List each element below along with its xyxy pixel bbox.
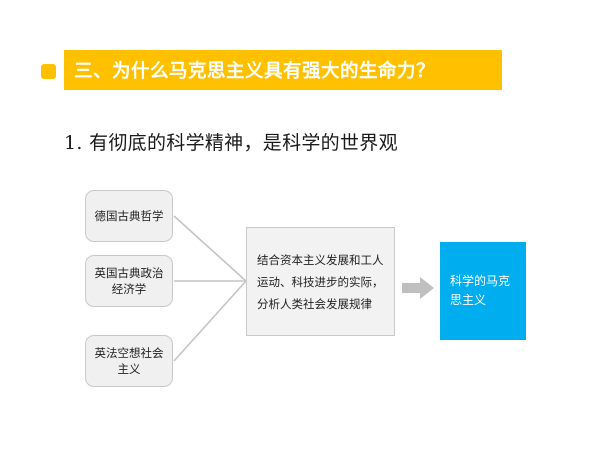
page-title: 三、为什么马克思主义具有强大的生命力？ (74, 61, 436, 82)
source-box-german-philosophy[interactable]: 德国古典哲学 (85, 190, 173, 242)
source-box-utopian-socialism[interactable]: 英法空想社会主义 (85, 335, 173, 387)
right-block-arrow-icon (402, 277, 434, 299)
process-box-label: 结合资本主义发展和工人运动、科技进步的实际，分析人类社会发展规律 (257, 252, 384, 311)
source-box-label: 英国古典政治经济学 (94, 266, 164, 296)
source-box-british-economy[interactable]: 英国古典政治经济学 (85, 255, 173, 307)
result-box-label: 科学的马克思主义 (450, 274, 511, 307)
result-box-scientific-marxism[interactable]: 科学的马克思主义 (440, 242, 526, 340)
section-title-band: 三、为什么马克思主义具有强大的生命力？ (64, 50, 502, 90)
process-box-analysis[interactable]: 结合资本主义发展和工人运动、科技进步的实际，分析人类社会发展规律 (246, 227, 395, 336)
square-bullet-icon (41, 64, 56, 79)
source-box-label: 英法空想社会主义 (94, 346, 164, 376)
source-box-label: 德国古典哲学 (94, 209, 164, 223)
subtitle-heading: 1. 有彻底的科学精神，是科学的世界观 (64, 132, 398, 154)
